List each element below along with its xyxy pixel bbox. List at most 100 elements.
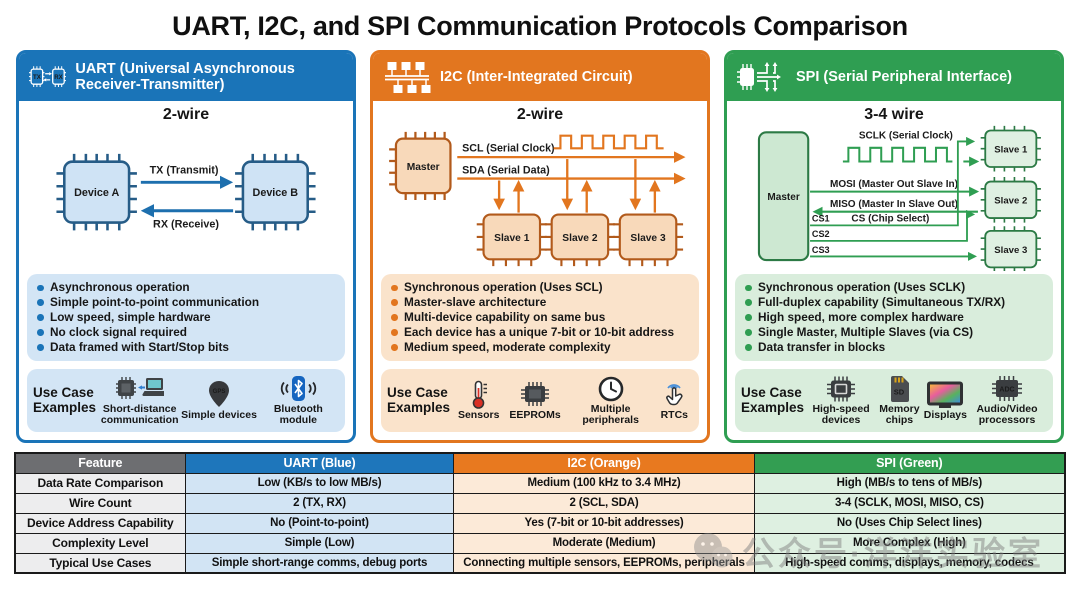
i2c-feature-list: Synchronous operation (Uses SCL) Master-…: [381, 274, 699, 361]
i2c-master-chip: Master: [389, 131, 452, 200]
use-case-high-speed-devices: High-speed devices: [807, 374, 875, 427]
spi-panel-header: SPI (Serial Peripheral Interface): [727, 53, 1061, 101]
chip-laptop-icon: [115, 376, 164, 399]
uart-bullet: Simple point-to-point communication: [37, 295, 337, 310]
uart-bullet: No clock signal required: [37, 325, 337, 340]
table-header-feature: Feature: [14, 452, 186, 474]
spi-cs1-line: [810, 136, 976, 227]
uart-tx-label: TX (Transmit): [150, 164, 219, 176]
spi-slave3-chip: Slave 3: [980, 226, 1041, 271]
spi-cs2-label: CS2: [812, 229, 830, 239]
table-row: Complexity Level Simple (Low) Moderate (…: [14, 532, 1066, 554]
uart-device-a-chip: Device A: [56, 153, 137, 231]
use-case-audio-video: ADC Audio/Video processors: [967, 374, 1047, 427]
spi-use-cases: Use Case Examples High-speed devices: [735, 368, 1053, 432]
uart-use-cases: Use Case Examples Shor: [27, 368, 345, 432]
table-header-row: Feature UART (Blue) I2C (Orange) SPI (Gr…: [14, 452, 1066, 474]
spi-slave2-chip: Slave 2: [980, 177, 1041, 223]
use-case-simple-devices: GPS Simple devices: [181, 380, 257, 421]
svg-text:Slave 3: Slave 3: [994, 245, 1027, 256]
spi-clock-waveform: [842, 146, 953, 163]
chip-fanout-icon: [737, 62, 781, 92]
svg-text:ADC: ADC: [999, 387, 1014, 394]
uart-wire-label: 2-wire: [162, 106, 210, 123]
spi-bullet: High speed, more complex hardware: [745, 310, 1045, 325]
svg-text:Slave 1: Slave 1: [994, 144, 1028, 155]
svg-text:Slave 2: Slave 2: [562, 233, 598, 244]
high-speed-chip-icon: [827, 376, 856, 402]
i2c-use-case-label: Use Case Examples: [387, 384, 451, 416]
thermometer-icon: [472, 380, 487, 409]
spi-panel-title: SPI (Serial Peripheral Interface): [796, 68, 1012, 85]
i2c-diagram: Master SCL (Serial Clock) SDA (Serial Da…: [381, 125, 699, 271]
protocol-panels: TX RX UART (Universal Asynchronous Recei…: [16, 50, 1064, 443]
table-row: Wire Count 2 (TX, RX) 2 (SCL, SDA) 3-4 (…: [14, 492, 1066, 514]
i2c-bullet: Each device has a unique 7-bit or 10-bit…: [391, 325, 691, 340]
use-case-short-distance: Short-distance communication: [100, 375, 180, 427]
uart-tx-rx-chips-icon: TX RX: [29, 66, 67, 88]
uart-device-b-chip: Device B: [235, 153, 316, 231]
page-title: UART, I2C, and SPI Communication Protoco…: [172, 11, 908, 41]
i2c-slave1-chip: Slave 1: [476, 213, 547, 267]
gps-pin-icon: GPS: [209, 380, 229, 407]
i2c-bullet: Master-slave architecture: [391, 295, 691, 310]
uart-panel-header: TX RX UART (Universal Asynchronous Recei…: [19, 53, 353, 101]
spi-mosi-label: MOSI (Master Out Slave In): [830, 179, 958, 190]
clock-icon: [598, 376, 623, 401]
svg-text:Slave 1: Slave 1: [494, 233, 530, 244]
i2c-bullet: Medium speed, moderate complexity: [391, 340, 691, 355]
i2c-panel-header: I2C (Inter-Integrated Circuit): [373, 53, 707, 101]
spi-cs2-line: [810, 209, 976, 242]
spi-panel: SPI (Serial Peripheral Interface) 3-4 wi…: [724, 50, 1064, 443]
svg-text:Slave 2: Slave 2: [994, 195, 1027, 206]
i2c-clock-waveform: [553, 134, 664, 150]
eeprom-chip-icon: [521, 381, 550, 406]
spi-use-case-label: Use Case Examples: [741, 384, 805, 416]
spi-bullet: Full-duplex capability (Simultaneous TX/…: [745, 295, 1045, 310]
i2c-bullet: Multi-device capability on same bus: [391, 310, 691, 325]
uart-panel-title: UART (Universal Asynchronous Receiver-Tr…: [75, 60, 295, 93]
table-row: Typical Use Cases Simple short-range com…: [14, 552, 1066, 574]
svg-text:Device B: Device B: [253, 187, 299, 199]
uart-panel-body: 2-wire Device A: [19, 101, 353, 440]
use-case-displays: Displays: [924, 380, 967, 421]
comparison-table: Feature UART (Blue) I2C (Orange) SPI (Gr…: [14, 452, 1066, 574]
i2c-panel-title: I2C (Inter-Integrated Circuit): [440, 68, 633, 85]
svg-text:RX: RX: [54, 74, 63, 81]
i2c-panel: I2C (Inter-Integrated Circuit) 2-wire Ma…: [370, 50, 710, 443]
bus-network-icon: [385, 62, 431, 93]
i2c-wire-label: 2-wire: [516, 106, 564, 123]
sd-card-icon: SD: [891, 376, 910, 403]
use-case-bluetooth: Bluetooth module: [258, 374, 338, 427]
spi-slave1-chip: Slave 1: [980, 125, 1041, 172]
svg-text:TX: TX: [33, 74, 42, 81]
table-row: Data Rate Comparison Low (KB/s to low MB…: [14, 472, 1066, 494]
spi-master-block: Master: [757, 131, 810, 262]
uart-panel: TX RX UART (Universal Asynchronous Recei…: [16, 50, 356, 443]
display-icon: [927, 381, 964, 408]
uart-feature-list: Asynchronous operation Simple point-to-p…: [27, 274, 345, 361]
uart-bullet: Data framed with Start/Stop bits: [37, 340, 337, 355]
use-case-memory-chips: SD Memory chips: [875, 374, 924, 427]
bluetooth-icon: [281, 376, 317, 402]
i2c-use-cases: Use Case Examples Sensors: [381, 368, 699, 432]
spi-bullet: Single Master, Multiple Slaves (via CS): [745, 325, 1045, 340]
uart-bullet: Low speed, simple hardware: [37, 310, 337, 325]
spi-wire-label: 3-4 wire: [864, 106, 924, 123]
svg-text:Master: Master: [407, 162, 440, 173]
spi-diagram: Master SCLK (Serial Clock) MOSI (Master …: [735, 125, 1053, 271]
i2c-slave2-chip: Slave 2: [544, 213, 615, 267]
spi-cs3-label: CS3: [812, 245, 830, 255]
i2c-bullet: Synchronous operation (Uses SCL): [391, 280, 691, 295]
uart-use-case-label: Use Case Examples: [33, 384, 97, 416]
i2c-slave3-chip: Slave 3: [613, 213, 684, 267]
spi-cs-label: CS (Chip Select): [851, 214, 929, 225]
table-header-i2c: I2C (Orange): [453, 452, 755, 474]
spi-miso-label: MISO (Master In Slave Out): [830, 199, 958, 210]
use-case-eeproms: EEPROMs: [509, 380, 561, 421]
spi-panel-body: 3-4 wire Master SCLK (Serial Clock): [727, 101, 1061, 440]
use-case-multiple-peripherals: Multiple peripherals: [571, 375, 651, 427]
i2c-scl-label: SCL (Serial Clock): [462, 142, 555, 154]
use-case-sensors: Sensors: [458, 380, 499, 421]
spi-cs1-label: CS1: [812, 214, 830, 224]
